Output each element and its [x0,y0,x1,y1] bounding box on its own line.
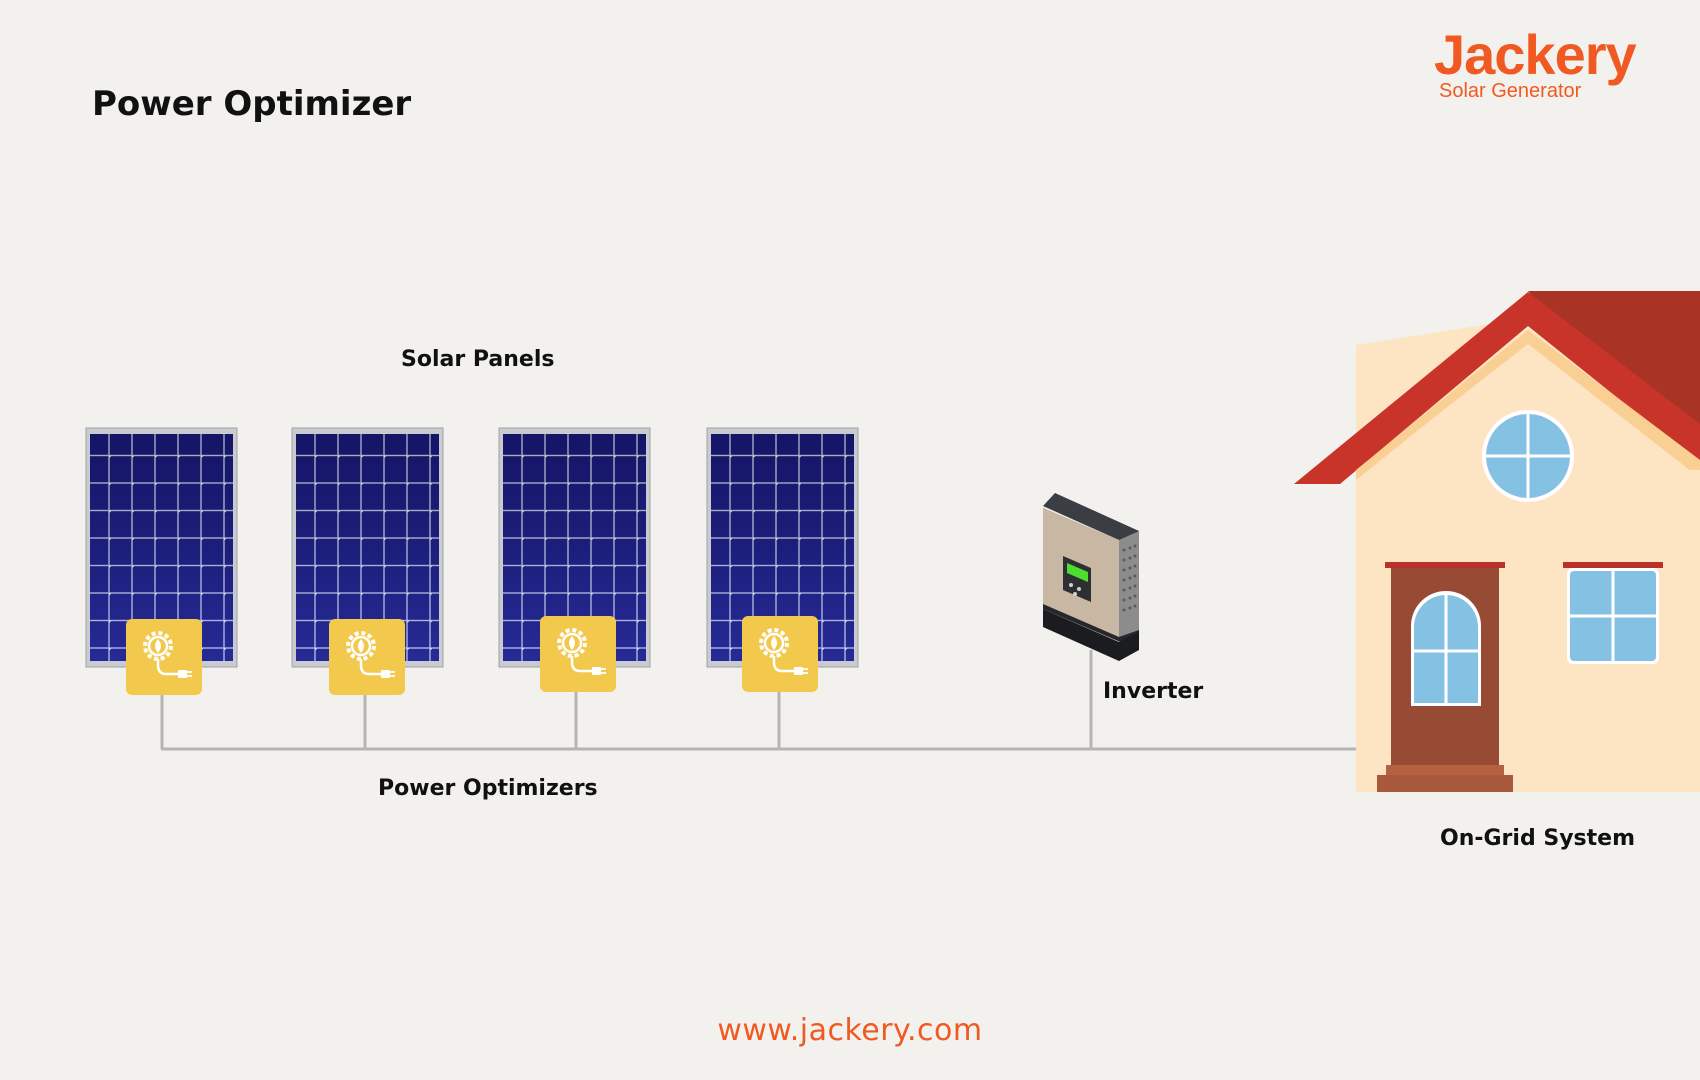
label-on-grid-system: On-Grid System [1440,826,1635,851]
solar-panel-3 [498,427,651,668]
page-title: Power Optimizer [92,84,412,124]
label-inverter: Inverter [1103,679,1204,704]
optimizer-gear-plug-icon-1 [124,617,204,697]
label-solar-panels: Solar Panels [401,347,555,372]
optimizer-gear-plug-icon-4 [740,614,820,694]
label-power-optimizers: Power Optimizers [378,776,598,801]
logo-tagline: Solar Generator [1439,80,1582,102]
house-icon [1294,291,1700,792]
inverter-icon [1043,493,1139,661]
jackery-logo: Jackery Solar Generator [1434,22,1674,107]
wiring [160,650,1357,751]
solar-panel-1 [85,427,238,668]
optimizer-gear-plug-icon-3 [538,614,618,694]
footer-website-link[interactable]: www.jackery.com [717,1013,983,1048]
optimizer-gear-plug-icon-2 [327,617,407,697]
logo-wordmark: Jackery [1434,23,1637,86]
